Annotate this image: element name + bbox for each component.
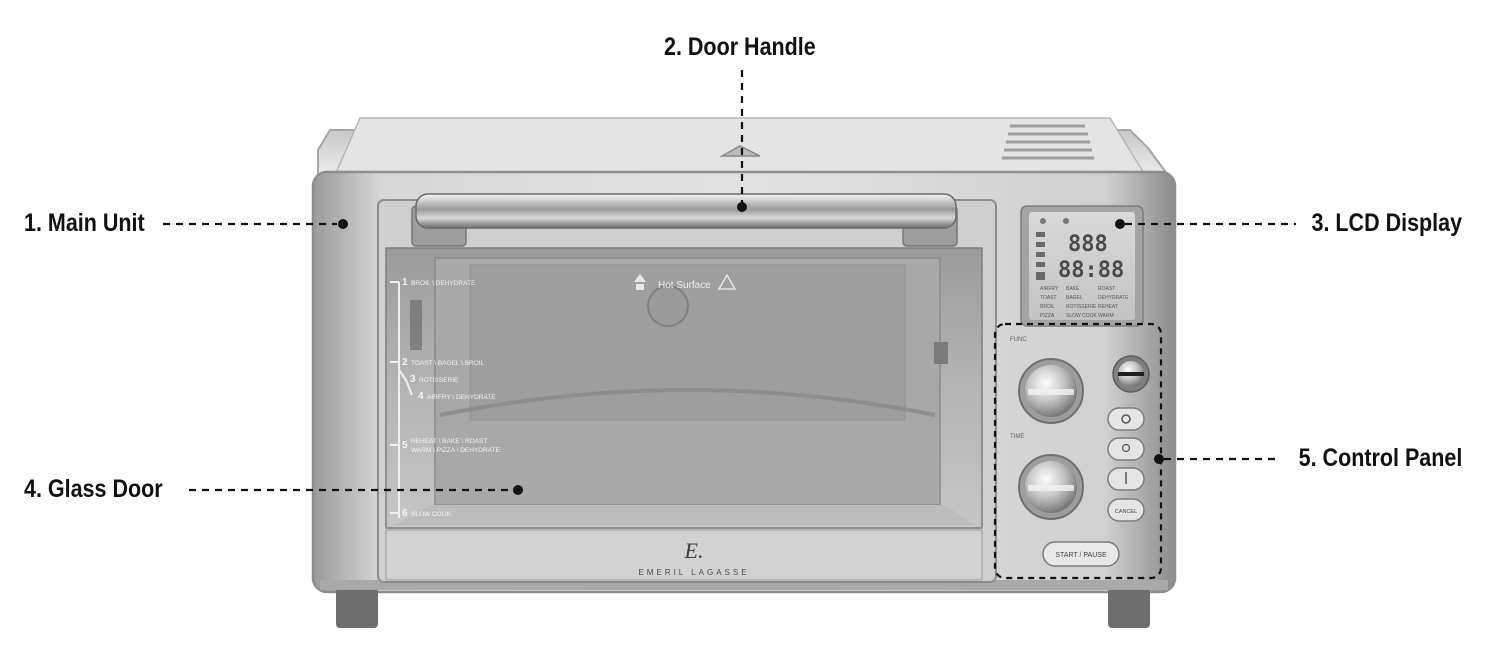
door-handle[interactable] <box>411 193 958 247</box>
temperature-knob[interactable] <box>1112 355 1150 393</box>
top-vent <box>1002 124 1094 160</box>
warning-triangle-icon <box>717 273 737 290</box>
lcd-fn-slow-cook: SLOW COOK <box>1066 313 1098 319</box>
door-bottom-panel <box>385 529 983 581</box>
lcd-screen <box>1029 212 1135 320</box>
dot-lcd-display <box>1115 219 1125 229</box>
time-knob[interactable] <box>1018 454 1084 520</box>
lcd-fn-toast: TOAST <box>1040 295 1057 301</box>
rack-5-label: REHEAT \ BAKE \ ROAST <box>411 438 487 445</box>
handle-bar <box>415 193 957 229</box>
brand-logo: E. <box>684 538 704 563</box>
rack-5b-label: WARM \ PIZZA \ DEHYDRATE <box>411 447 501 454</box>
function-knob[interactable] <box>1018 358 1084 424</box>
rotisserie-socket <box>647 285 689 327</box>
start-pause-button[interactable]: START / PAUSE <box>1042 541 1120 567</box>
bulb-icon <box>1121 443 1131 453</box>
rack-2-num: 2 <box>402 357 408 368</box>
leader-lines <box>163 70 1296 492</box>
rack-4-num: 4 <box>418 391 424 402</box>
dot-door-handle <box>737 202 747 212</box>
brand-name: EMERIL LAGASSE <box>638 568 749 577</box>
base-strip <box>320 580 1168 590</box>
lcd-fn-reheat: REHEAT <box>1098 304 1118 310</box>
lcd-temperature: 888 <box>1068 232 1108 257</box>
cancel-button-label: CANCEL <box>1115 509 1137 515</box>
callout-glass-door: 4. Glass Door <box>24 475 163 503</box>
foot-right <box>1108 588 1150 628</box>
lcd-fn-pizza: PIZZA <box>1040 313 1055 319</box>
rack-1-num: 1 <box>402 277 408 288</box>
fan-icon <box>1040 218 1046 224</box>
lcd-function-list: AIRFRY BAKE ROAST TOAST BAGEL DEHYDRATE … <box>1040 286 1129 319</box>
temp-unit-button[interactable] <box>1107 467 1145 491</box>
rack-6-label: SLOW COOK <box>411 511 452 518</box>
lcd-fn-broil: BROIL <box>1040 304 1055 310</box>
rack-1-label: BROIL \ DEHYDRATE <box>411 280 476 287</box>
cavity-back <box>469 264 906 421</box>
foot-left <box>336 588 378 628</box>
rotisserie-bracket-left <box>410 300 422 350</box>
lcd-fn-rotisserie: ROTISSERIE <box>1066 304 1097 310</box>
callout-door-handle: 2. Door Handle <box>664 33 816 61</box>
rack-6-num: 6 <box>402 508 408 519</box>
dot-main-unit <box>338 219 348 229</box>
rack-5-num: 5 <box>402 440 408 451</box>
lcd-fn-bake: BAKE <box>1066 286 1080 292</box>
rotisserie-bracket-right <box>934 342 948 364</box>
rack-2-label: TOAST \ BAGEL \ BROIL <box>411 360 485 367</box>
dot-control-panel <box>1154 454 1164 464</box>
leader-dots <box>338 202 1164 495</box>
lcd-side-indicators <box>1036 232 1045 280</box>
arrow-up-icon <box>634 274 646 290</box>
cavity-floor <box>395 505 975 525</box>
control-panel: FUNC TIME C <box>993 322 1163 580</box>
knob-1-label: FUNC <box>1010 337 1027 343</box>
lcd-fn-airfry: AIRFRY <box>1040 286 1059 292</box>
fan-button-icon <box>1121 414 1131 424</box>
lcd-display: 888 88:88 AIRFRY BAKE ROAST TOAST BAGEL … <box>1020 205 1144 327</box>
cancel-button[interactable]: CANCEL <box>1107 498 1145 522</box>
callout-lcd-display: 3. LCD Display <box>1311 209 1462 237</box>
rack-3-label: ROTISSERIE <box>419 377 459 384</box>
crumb-tray-curve <box>439 388 936 417</box>
callout-control-panel: 5. Control Panel <box>1298 444 1462 472</box>
lcd-fn-dehydrate: DEHYDRATE <box>1098 295 1129 301</box>
glass-door[interactable]: Hot Surface 1 BROIL \ DEHYDRATE 2 TOAST … <box>377 199 997 583</box>
rack-position-guide: 1 BROIL \ DEHYDRATE 2 TOAST \ BAGEL \ BR… <box>390 277 501 519</box>
light-icon <box>1063 218 1069 224</box>
rack-3-num: 3 <box>410 374 416 385</box>
dot-glass-door <box>513 485 523 495</box>
knob-2-label: TIME <box>1010 434 1024 440</box>
hot-surface-warning: Hot Surface <box>634 273 737 291</box>
hot-surface-label: Hot Surface <box>658 280 711 291</box>
rack-4-label: AIRFRY \ DEHYDRATE <box>427 394 496 401</box>
lcd-fn-bagel: BAGEL <box>1066 295 1083 301</box>
fan-button[interactable] <box>1107 407 1145 431</box>
lcd-time: 88:88 <box>1058 258 1124 283</box>
lcd-fn-warm: WARM <box>1098 313 1114 319</box>
callout-main-unit: 1. Main Unit <box>24 209 145 237</box>
lcd-fn-roast: ROAST <box>1098 286 1115 292</box>
light-button[interactable] <box>1107 437 1145 461</box>
control-panel-outline <box>993 322 1163 580</box>
start-pause-label: START / PAUSE <box>1055 552 1107 559</box>
